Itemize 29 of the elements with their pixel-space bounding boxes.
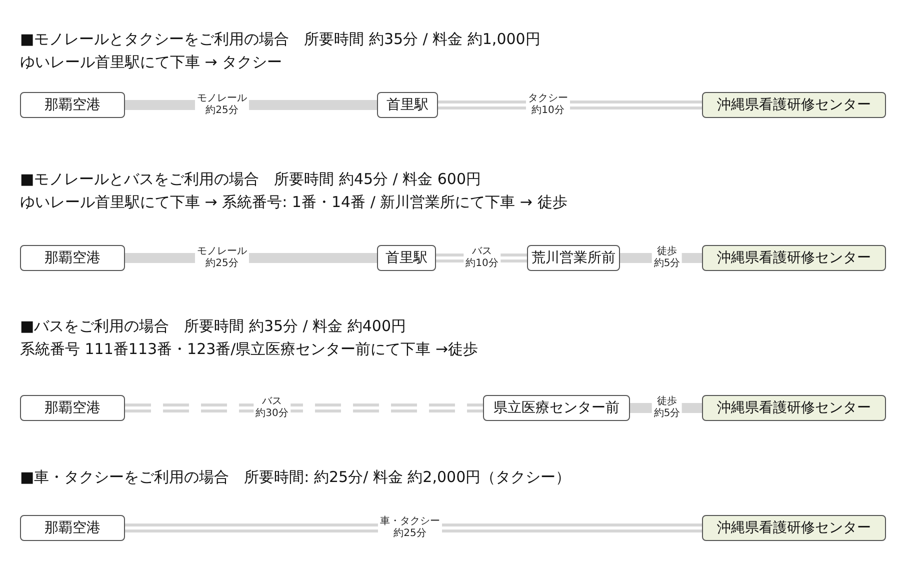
destination-box: 沖縄県看護研修センター <box>702 395 886 421</box>
station-box: 首里駅 <box>377 245 436 271</box>
edge-label: モノレール約25分 <box>195 246 249 270</box>
route-note: ゆいレール首里駅にて下車 → 系統番号: 1番・14番 / 新川営業所にて下車 → 徒歩 <box>20 193 568 212</box>
station-box: 県立医療センター前 <box>483 395 630 421</box>
edge-label: バス約10分 <box>464 246 500 270</box>
section-heading: ■バスをご利用の場合 所要時間 約35分 / 料金 約400円 <box>20 317 406 336</box>
station-box: 那覇空港 <box>20 92 125 118</box>
route-line <box>124 524 704 532</box>
edge-label: バス約30分 <box>254 396 290 420</box>
route-note: ゆいレール首里駅にて下車 → タクシー <box>20 53 282 72</box>
edge-label: モノレール約25分 <box>195 93 249 117</box>
destination-box: 沖縄県看護研修センター <box>702 92 886 118</box>
edge-label: タクシー約10分 <box>526 93 570 117</box>
station-box: 首里駅 <box>377 92 438 118</box>
station-box: 那覇空港 <box>20 245 125 271</box>
edge-label: 車・タクシー約25分 <box>378 516 442 540</box>
station-box: 荒川営業所前 <box>527 245 620 271</box>
station-box: 那覇空港 <box>20 515 125 541</box>
edge-label: 徒歩約5分 <box>652 246 682 270</box>
section-heading: ■モノレールとバスをご利用の場合 所要時間 約45分 / 料金 600円 <box>20 170 482 189</box>
section-heading: ■車・タクシーをご利用の場合 所要時間: 約25分/ 料金 約2,000円（タクシー） <box>20 468 571 487</box>
station-box: 那覇空港 <box>20 395 125 421</box>
route-line <box>124 404 484 412</box>
route-note: 系統番号 111番113番・123番/県立医療センター前にて下車 →徒歩 <box>20 340 478 359</box>
destination-box: 沖縄県看護研修センター <box>702 515 886 541</box>
section-heading: ■モノレールとタクシーをご利用の場合 所要時間 約35分 / 料金 約1,000円 <box>20 30 540 49</box>
edge-label: 徒歩約5分 <box>652 396 682 420</box>
destination-box: 沖縄県看護研修センター <box>702 245 886 271</box>
